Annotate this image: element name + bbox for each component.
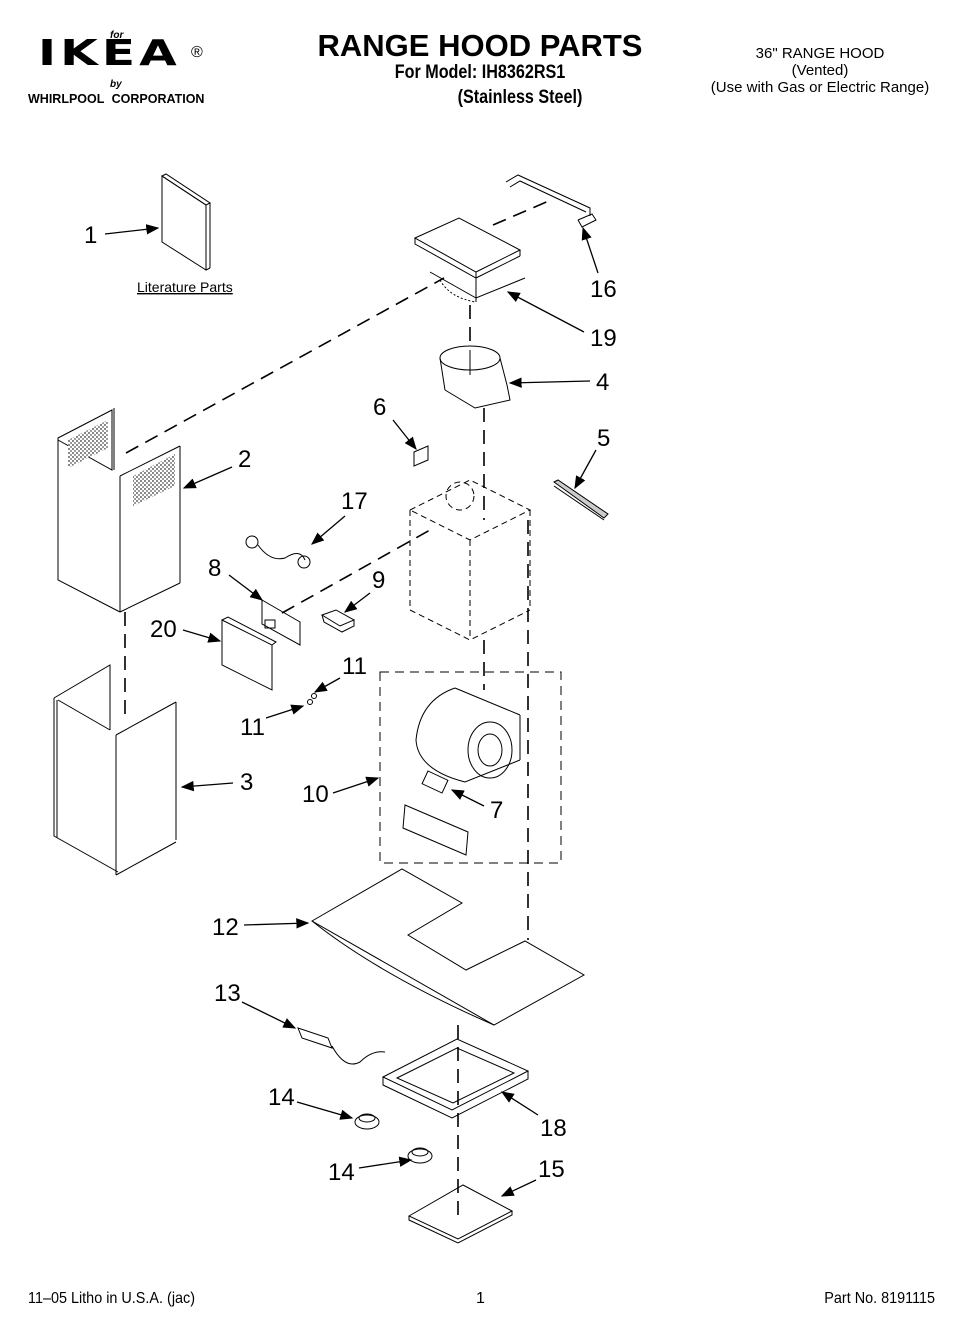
callout-10[interactable]: 10 [302,781,329,808]
callout-3[interactable]: 3 [240,769,253,796]
logo-for-text: for [110,30,124,41]
callout-19[interactable]: 19 [590,325,617,352]
callout-8[interactable]: 8 [208,555,221,582]
callout-16[interactable]: 16 [590,276,617,303]
part-number: Part No. 8191115 [824,1290,935,1307]
assembly-lines [124,199,552,1220]
print-info: 11–05 Litho in U.S.A. (jac) [28,1290,196,1307]
main-housing [408,479,532,641]
part-16-bracket[interactable] [505,174,597,228]
callout-20[interactable]: 20 [150,616,177,643]
callout-15[interactable]: 15 [538,1156,565,1183]
logo-by-text: by [110,79,122,90]
part-19-duct-transition[interactable] [413,217,526,303]
part-2-upper-chimney[interactable] [57,408,181,613]
callout-4[interactable]: 4 [596,369,609,396]
model-number: For Model: IH8362RS1 [394,62,566,83]
part-6-clip[interactable] [413,445,429,467]
page-title: RANGE HOOD PARTS [317,28,643,63]
registered-mark: ® [191,44,203,61]
part-1-literature[interactable] [161,173,211,271]
part-15-grease-filter[interactable] [407,1184,514,1244]
whirlpool-corporation-text: WHIRLPOOL CORPORATION [28,92,205,106]
part-8-control-board[interactable] [261,599,301,646]
callout-arrows [104,224,599,1197]
blower-housing[interactable] [415,687,521,783]
part-9-switch[interactable] [320,609,356,633]
spec-size: 36" RANGE HOOD [755,45,885,62]
callout-6[interactable]: 6 [373,394,386,421]
part-20-control-cover[interactable] [221,616,277,691]
part-18-frame[interactable] [381,1038,530,1119]
part-12-glass-canopy[interactable] [310,868,586,1026]
callout-11-lower[interactable]: 11 [240,714,265,741]
part-14-knob-upper[interactable] [354,1113,380,1130]
callout-numbers: 1 2 3 4 5 6 7 8 9 10 11 11 12 13 14 14 1… [84,222,617,1186]
spec-usage: (Use with Gas or Electric Range) [710,79,930,96]
part-11-screws[interactable] [307,693,317,705]
part-7-capacitor[interactable] [421,770,449,794]
part-13-light-harness[interactable] [297,1027,386,1065]
callout-5[interactable]: 5 [597,425,610,452]
callout-14-upper[interactable]: 14 [268,1084,295,1111]
part-3-lower-chimney[interactable] [53,664,177,876]
part-17-wire-harness[interactable] [245,535,311,569]
part-5-channel[interactable] [553,479,609,521]
page-number: 1 [476,1290,485,1307]
part-4-damper[interactable] [439,345,511,409]
spec-type: (Vented) [791,62,849,79]
callout-7[interactable]: 7 [490,797,503,824]
part-14-knob-lower[interactable] [407,1147,433,1164]
blower-bracket[interactable] [402,804,469,856]
callout-17[interactable]: 17 [341,488,368,515]
literature-parts-link[interactable]: Literature Parts [137,279,233,295]
callout-11-upper[interactable]: 11 [342,653,367,680]
finish-label: (Stainless Steel) [457,87,583,108]
part-10-blower-assembly-box[interactable] [379,671,562,864]
callout-1[interactable]: 1 [84,222,97,249]
callout-12[interactable]: 12 [212,914,239,941]
callout-9[interactable]: 9 [372,567,385,594]
ikea-logo: IKEA [38,33,181,74]
callout-18[interactable]: 18 [540,1115,567,1142]
callout-13[interactable]: 13 [214,980,241,1007]
callout-14-lower[interactable]: 14 [328,1159,355,1186]
callout-2[interactable]: 2 [238,446,251,473]
